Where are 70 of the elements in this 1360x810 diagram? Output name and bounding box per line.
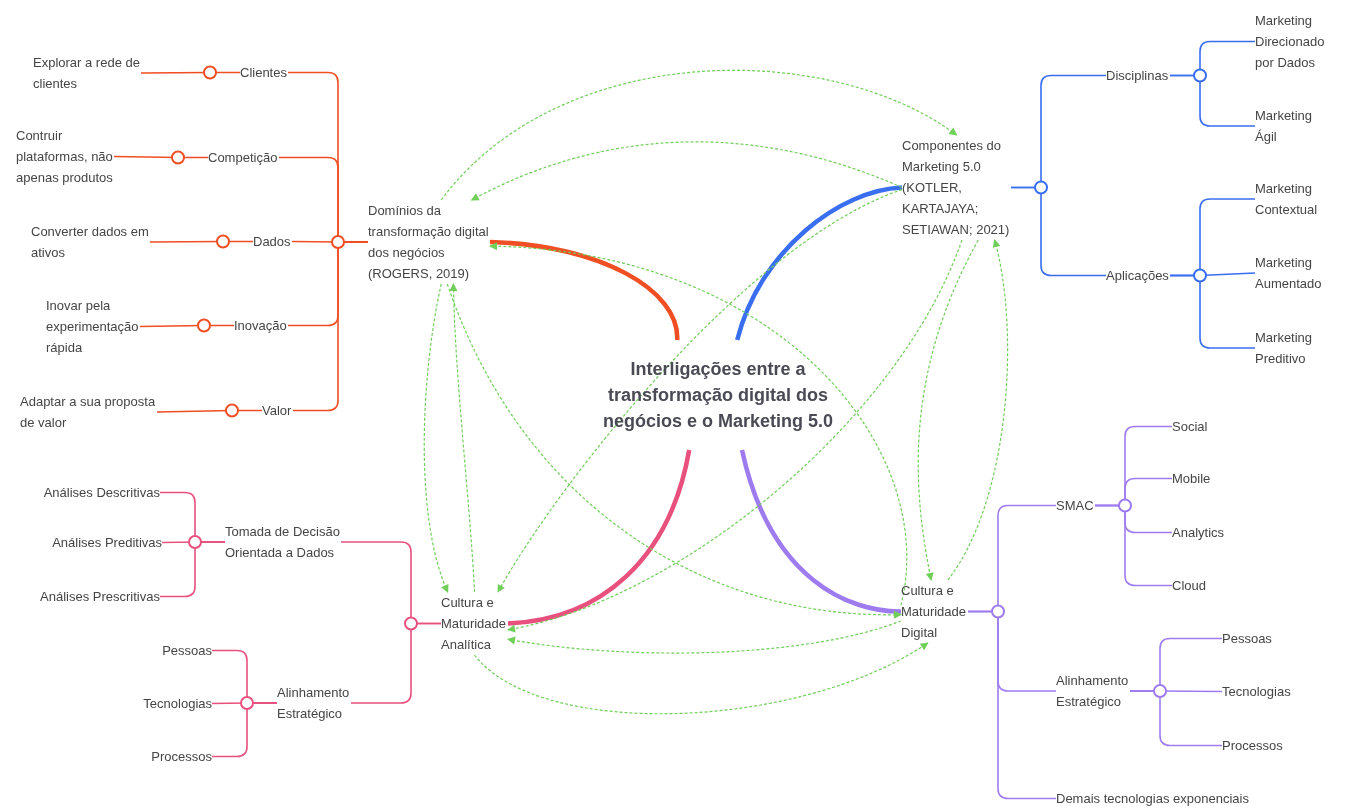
leaf-topic: Pessoas — [161, 640, 212, 661]
branch-line — [140, 71, 241, 74]
subtopic: Dados — [253, 231, 292, 252]
leaf-topic: Contruir plataformas, não apenas produtos — [16, 125, 114, 188]
dashed-arrow — [497, 189, 903, 593]
branch-line — [1169, 274, 1256, 349]
branch-line — [1169, 74, 1256, 127]
dashed-arrow — [470, 141, 903, 201]
subtopic: Aplicações — [1106, 265, 1170, 286]
subtopic: Tomada de Decisão Orientada a Dados — [225, 521, 341, 563]
main-topic: Componentes do Marketing 5.0 (KOTLER, KARTAJAYA; SETIAWAN; 2021) — [902, 135, 1011, 240]
leaf-topic: Analytics — [1172, 522, 1226, 543]
leaf-topic: Marketing Ágil — [1255, 105, 1314, 147]
branch-line — [489, 239, 680, 341]
subtopic: Competição — [208, 147, 279, 168]
dashed-arrow — [917, 239, 979, 581]
branch-line — [739, 449, 902, 614]
main-topic: Domínios da transformação digital dos negócios (ROGERS, 2019) — [368, 200, 490, 284]
subtopic: Alinhamento Estratégico — [1056, 670, 1130, 712]
leaf-topic: Tecnologias — [142, 693, 212, 714]
leaf-topic: Análises Descritivas — [42, 482, 160, 503]
branch-line — [1010, 186, 1107, 277]
leaf-topic: Análises Preditivas — [51, 532, 162, 553]
leaf-topic: Inovar pela experimentação rápida — [46, 295, 140, 358]
leaf-topic: Processos — [1222, 735, 1284, 756]
leaf-topic: Mobile — [1172, 468, 1212, 489]
leaf-topic: Converter dados em ativos — [31, 221, 150, 263]
branch-line — [159, 541, 226, 598]
dashed-arrow — [423, 283, 449, 593]
leaf-topic: Análises Prescritivas — [39, 586, 160, 607]
subtopic: Disciplinas — [1106, 65, 1170, 86]
subtopic: Inovação — [234, 315, 288, 336]
dashed-arrow — [449, 283, 476, 593]
branch-line — [1129, 690, 1223, 747]
branch-line — [507, 449, 692, 626]
dashed-arrow — [440, 69, 958, 201]
leaf-topic: Social — [1172, 416, 1209, 437]
branch-line — [1094, 504, 1173, 587]
branch-line — [350, 622, 442, 704]
leaf-topic: Processos — [150, 746, 212, 767]
subtopic: SMAC — [1056, 495, 1095, 516]
subtopic: Clientes — [240, 62, 288, 83]
dashed-arrow — [507, 239, 963, 633]
leaf-topic: Marketing Contextual — [1255, 178, 1319, 220]
dashed-arrow — [473, 642, 929, 715]
subtopic: Demais tecnologias exponenciais — [1056, 788, 1250, 809]
branch-line — [967, 610, 1057, 800]
leaf-topic: Marketing Preditivo — [1255, 327, 1314, 369]
branch-line — [211, 702, 278, 758]
leaf-topic: Explorar a rede de clientes — [33, 52, 141, 94]
main-topic: Cultura e Maturidade Digital — [901, 580, 968, 643]
branch-line — [149, 240, 254, 243]
branch-line — [113, 155, 209, 159]
leaf-topic: Adaptar a sua proposta de valor — [20, 391, 157, 433]
subtopic: Alinhamento Estratégico — [277, 682, 351, 724]
branch-line — [735, 185, 903, 341]
central-topic: Interligações entre a transformação digital dos negócios e o Marketing 5.0 — [598, 340, 838, 450]
dashed-arrow — [489, 242, 908, 606]
dashed-arrow — [507, 620, 902, 654]
leaf-topic: Tecnologias — [1222, 681, 1292, 702]
subtopic: Valor — [262, 400, 293, 421]
main-topic: Cultura e Maturidade Analítica — [441, 592, 508, 655]
leaf-topic: Cloud — [1172, 575, 1207, 596]
dashed-arrow — [446, 283, 902, 619]
leaf-topic: Pessoas — [1222, 628, 1273, 649]
branch-line — [156, 409, 263, 413]
leaf-topic: Marketing Aumentado — [1255, 252, 1323, 294]
dashed-arrow — [947, 239, 1009, 581]
branch-line — [139, 324, 235, 328]
leaf-topic: Marketing Direcionado por Dados — [1255, 10, 1326, 73]
